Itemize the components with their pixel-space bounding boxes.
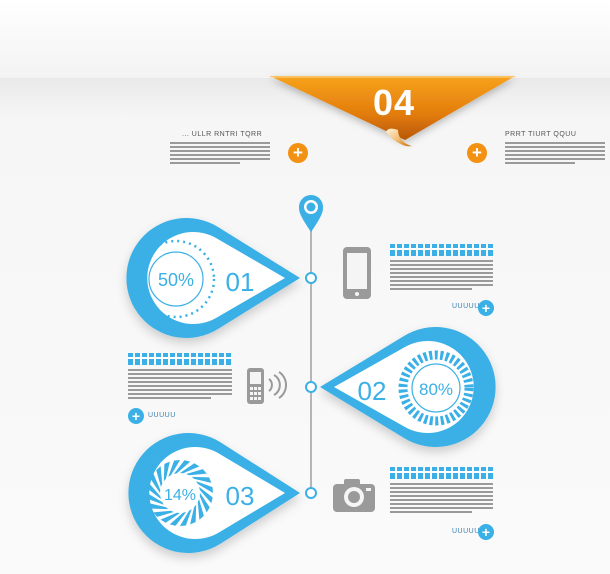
content-background bbox=[0, 78, 610, 574]
step-03-plus-button[interactable]: + bbox=[478, 524, 494, 540]
step-03-number: 03 bbox=[226, 481, 255, 511]
step-01-inner-ring bbox=[148, 251, 204, 307]
turbine-blade bbox=[148, 503, 169, 510]
turbine-blade bbox=[153, 510, 174, 517]
step-02-inner-ring bbox=[411, 363, 461, 413]
step-03-teardrop[interactable] bbox=[128, 433, 300, 553]
plus-icon: + bbox=[481, 524, 491, 540]
turbine-blade bbox=[199, 493, 210, 513]
plus-icon: + bbox=[131, 408, 141, 424]
plus-icon: + bbox=[293, 143, 303, 162]
top-band bbox=[0, 0, 610, 78]
turbine-blade bbox=[156, 466, 163, 487]
page-curl bbox=[386, 128, 412, 147]
step-03-progress-ring bbox=[147, 460, 213, 526]
step-03-text-block bbox=[390, 483, 493, 515]
cellphone-signal-icon bbox=[247, 368, 288, 404]
header-right-text-block bbox=[505, 142, 605, 166]
turbine-blade bbox=[196, 481, 213, 494]
header-left-text-block bbox=[170, 142, 270, 166]
turbine-blade bbox=[147, 492, 164, 505]
turbine-blade bbox=[147, 482, 161, 500]
turbine-blade bbox=[163, 461, 170, 482]
camera-icon bbox=[333, 479, 375, 512]
location-pin-icon bbox=[299, 195, 323, 232]
header-right-caption: PRRT TIURT QQUU bbox=[505, 131, 577, 138]
plus-icon: + bbox=[472, 143, 482, 162]
step-01-heading-bar bbox=[390, 244, 493, 256]
plus-icon: + bbox=[481, 300, 491, 316]
turbine-blade bbox=[190, 504, 197, 525]
turbine-blade bbox=[173, 460, 191, 474]
turbine-blade bbox=[160, 512, 180, 523]
orange-tab bbox=[270, 76, 515, 140]
step-02-caption: UUUUU bbox=[148, 412, 176, 419]
step-02-heading-bar bbox=[128, 353, 232, 365]
step-01-text-block bbox=[390, 260, 493, 292]
step-03-node bbox=[305, 487, 317, 499]
turbine-blade bbox=[168, 460, 181, 477]
smartphone-icon bbox=[343, 247, 371, 299]
step-03-caption: UUUUU bbox=[452, 528, 480, 535]
step-03-heading-bar bbox=[390, 467, 493, 479]
turbine-blade bbox=[186, 469, 207, 476]
step-02-percent: 80% bbox=[419, 380, 453, 399]
header-tab-graphic bbox=[270, 76, 515, 147]
step-02-progress-ring bbox=[398, 350, 474, 426]
turbine-blade bbox=[199, 486, 213, 504]
turbine-blade bbox=[197, 499, 204, 520]
step-01-plus-button[interactable]: + bbox=[478, 300, 494, 316]
step-01-teardrop[interactable] bbox=[126, 218, 300, 339]
step-01-node bbox=[305, 272, 317, 284]
step-02-number: 02 bbox=[358, 376, 387, 406]
step-02-node bbox=[305, 381, 317, 393]
header-right-plus-button[interactable]: + bbox=[467, 143, 487, 163]
step-01-progress-ring bbox=[136, 239, 216, 319]
step-01-number: 01 bbox=[226, 267, 255, 297]
step-03-percent: 14% bbox=[164, 487, 196, 504]
turbine-blade bbox=[150, 473, 161, 493]
turbine-blade bbox=[179, 509, 192, 526]
step-01-percent: 50% bbox=[158, 270, 194, 290]
step-01-caption: UUUUU bbox=[452, 303, 480, 310]
turbine-blade bbox=[191, 476, 212, 483]
step-02-plus-button[interactable]: + bbox=[128, 408, 144, 424]
header-left-plus-button[interactable]: + bbox=[288, 143, 308, 163]
header-left-caption: ... ULLR RNTRI TQRR bbox=[182, 131, 263, 138]
turbine-blade bbox=[169, 512, 187, 526]
turbine-blade bbox=[180, 463, 200, 474]
header-step-number: 04 bbox=[373, 82, 416, 123]
step-02-text-block bbox=[128, 369, 232, 401]
